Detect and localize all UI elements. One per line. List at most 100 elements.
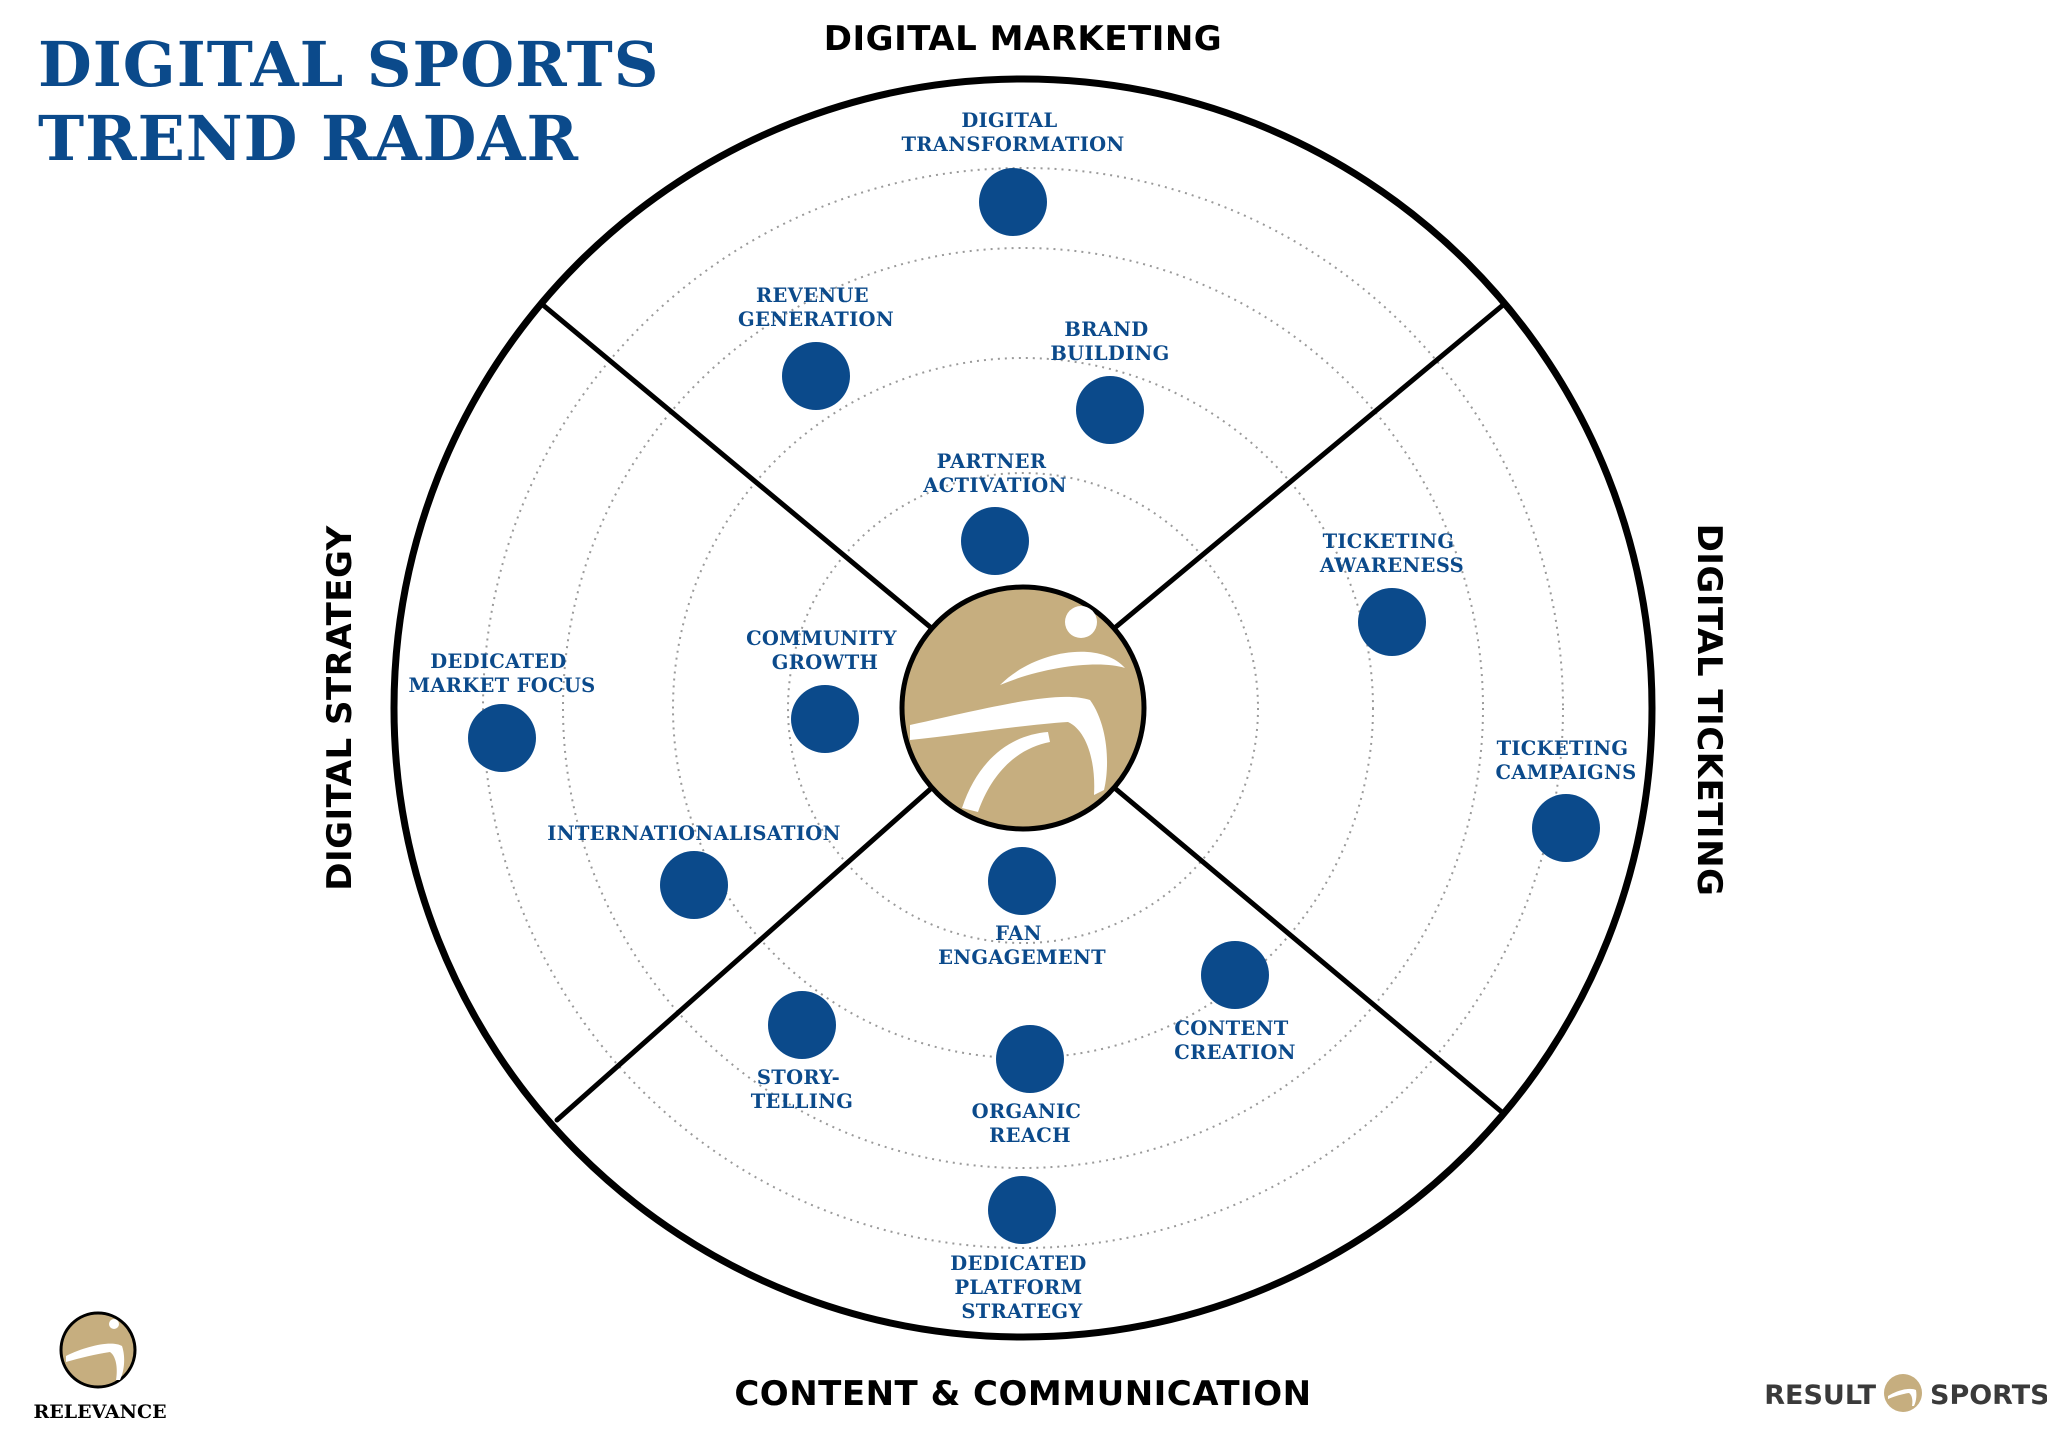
trend-label-line: FAN <box>995 922 1042 945</box>
trend-dot[interactable] <box>782 342 850 410</box>
trend-dot[interactable] <box>996 1025 1064 1093</box>
quadrant-label-digital-strategy: DIGITAL STRATEGY <box>320 525 360 891</box>
relevance-legend-ball-icon <box>109 1319 119 1329</box>
trend-label-line: BUILDING <box>1050 342 1169 365</box>
divider-top-right <box>1108 302 1506 634</box>
trend-label: BRAND BUILDING <box>1050 318 1169 365</box>
brand-logo: RESULT SPORTS <box>1764 1374 2047 1412</box>
center-logo <box>899 584 1147 832</box>
trend-ticketing-campaigns[interactable]: TICKETING CAMPAIGNS <box>1496 737 1637 862</box>
trend-label-line: CAMPAIGNS <box>1496 761 1637 784</box>
trend-label: DEDICATED PLATFORM STRATEGY <box>950 1252 1093 1323</box>
trend-fan-engagement[interactable]: FAN ENGAGEMENT <box>938 847 1106 969</box>
trend-label-line: TELLING <box>751 1090 854 1113</box>
trend-dot[interactable] <box>468 704 536 772</box>
trend-partner-activation[interactable]: PARTNER ACTIVATION <box>922 450 1066 575</box>
trend-label-line: PLATFORM <box>954 1276 1082 1299</box>
trend-label-line: AWARENESS <box>1319 554 1464 577</box>
center-logo-leg-swoosh <box>962 732 1050 812</box>
trend-storytelling[interactable]: STORY- TELLING <box>751 991 854 1113</box>
trend-label-line: COMMUNITY <box>746 627 898 650</box>
trend-label: REVENUE GENERATION <box>738 284 894 331</box>
trend-label: DIGITAL TRANSFORMATION <box>901 109 1124 156</box>
quadrant-dividers <box>540 302 1506 1123</box>
trend-label-line: GROWTH <box>772 651 878 674</box>
trend-label: ORGANIC REACH <box>972 1100 1089 1147</box>
trend-brand-building[interactable]: BRAND BUILDING <box>1050 318 1169 444</box>
trend-label: TICKETING AWARENESS <box>1319 530 1464 577</box>
trend-label-line: STORY- <box>757 1066 840 1089</box>
trend-items: DIGITAL TRANSFORMATION REVENUE GENERATIO… <box>408 109 1636 1323</box>
trend-label-line: CONTENT <box>1174 1017 1288 1040</box>
trend-label-line: TICKETING <box>1323 530 1455 553</box>
divider-bottom-right <box>1108 782 1506 1116</box>
title-line-2: TREND RADAR <box>38 102 579 175</box>
trend-label-line: INTERNATIONALISATION <box>547 822 840 845</box>
trend-label-line: TICKETING <box>1497 737 1629 760</box>
trend-label-line: DEDICATED <box>950 1252 1086 1275</box>
trend-dot[interactable] <box>1201 941 1269 1009</box>
trend-community-growth[interactable]: COMMUNITY GROWTH <box>746 627 904 753</box>
trend-internationalisation[interactable]: INTERNATIONALISATION <box>547 822 840 919</box>
trend-ticketing-awareness[interactable]: TICKETING AWARENESS <box>1319 530 1464 656</box>
trend-label-line: TRANSFORMATION <box>901 133 1124 156</box>
trend-label: DEDICATED MARKET FOCUS <box>408 650 595 697</box>
title-line-1: DIGITAL SPORTS <box>38 28 660 101</box>
relevance-legend: RELEVANCE <box>33 1311 167 1423</box>
trend-dot[interactable] <box>1076 376 1144 444</box>
center-logo-ball-icon <box>1065 606 1097 638</box>
trend-dedicated-market-focus[interactable]: DEDICATED MARKET FOCUS <box>408 650 595 772</box>
trend-label-line: ACTIVATION <box>922 474 1066 497</box>
trend-label-line: REACH <box>989 1124 1071 1147</box>
trend-label-line: DIGITAL <box>961 109 1057 132</box>
relevance-ring-4 <box>482 167 1564 1249</box>
trend-revenue-generation[interactable]: REVENUE GENERATION <box>738 284 894 410</box>
trend-dot[interactable] <box>988 1176 1056 1244</box>
trend-label-line: REVENUE <box>756 284 869 307</box>
quadrant-label-digital-ticketing: DIGITAL TICKETING <box>1689 524 1729 897</box>
trend-label-line: GENERATION <box>738 308 894 331</box>
trend-organic-reach[interactable]: ORGANIC REACH <box>972 1025 1089 1147</box>
brand-logo-left-text: RESULT <box>1764 1380 1876 1411</box>
trend-label: CONTENT CREATION <box>1174 1017 1296 1064</box>
divider-top-left <box>540 302 938 634</box>
trend-dot[interactable] <box>768 991 836 1059</box>
trend-label-line: STRATEGY <box>961 1300 1083 1323</box>
trend-dot[interactable] <box>791 685 859 753</box>
trend-dot[interactable] <box>979 168 1047 236</box>
center-logo-arm-swoosh <box>1000 651 1125 685</box>
relevance-legend-swoosh-icon <box>66 1343 125 1380</box>
relevance-rings <box>482 167 1564 1249</box>
trend-digital-transformation[interactable]: DIGITAL TRANSFORMATION <box>901 109 1124 236</box>
trend-label: STORY- TELLING <box>751 1066 854 1113</box>
divider-bottom-left <box>554 782 938 1123</box>
brand-logo-swoosh-icon <box>1888 1388 1917 1406</box>
trend-dedicated-platform-strategy[interactable]: DEDICATED PLATFORM STRATEGY <box>950 1176 1093 1323</box>
quadrant-label-digital-marketing: DIGITAL MARKETING <box>824 19 1222 59</box>
trend-label-line: CREATION <box>1174 1041 1296 1064</box>
trend-dot[interactable] <box>961 507 1029 575</box>
center-logo-body-swoosh <box>910 696 1108 795</box>
trend-dot[interactable] <box>660 851 728 919</box>
relevance-ring-1 <box>787 472 1259 944</box>
trend-label: INTERNATIONALISATION <box>547 822 840 845</box>
trend-label: TICKETING CAMPAIGNS <box>1496 737 1637 784</box>
trend-label: PARTNER ACTIVATION <box>922 450 1066 497</box>
trend-label-line: ENGAGEMENT <box>938 946 1106 969</box>
trend-content-creation[interactable]: CONTENT CREATION <box>1174 941 1296 1064</box>
quadrant-label-content-communication: CONTENT & COMMUNICATION <box>734 1374 1311 1414</box>
relevance-legend-label: RELEVANCE <box>33 1401 166 1423</box>
trend-dot[interactable] <box>1532 794 1600 862</box>
trend-label-line: ORGANIC <box>972 1100 1082 1123</box>
trend-label-line: BRAND <box>1064 318 1148 341</box>
trend-label-line: MARKET FOCUS <box>408 674 595 697</box>
trend-label: FAN ENGAGEMENT <box>938 922 1106 969</box>
relevance-ring-2 <box>672 357 1374 1059</box>
trend-dot[interactable] <box>1358 588 1426 656</box>
relevance-ring-3 <box>562 247 1484 1169</box>
brand-logo-right-text: SPORTS <box>1930 1380 2047 1411</box>
trend-dot[interactable] <box>988 847 1056 915</box>
trend-label-line: PARTNER <box>937 450 1047 473</box>
trend-label: COMMUNITY GROWTH <box>746 627 904 674</box>
